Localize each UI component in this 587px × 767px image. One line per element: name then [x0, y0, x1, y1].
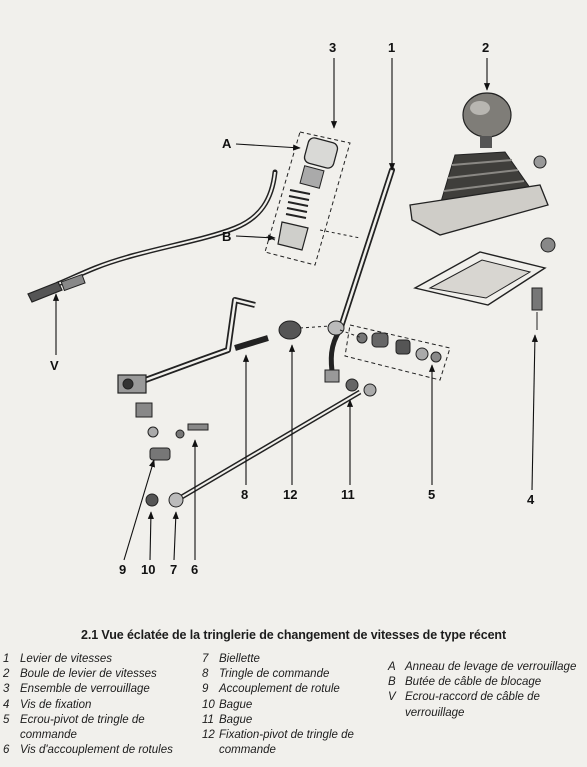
- callout-A: A: [222, 136, 232, 151]
- control-rod-pivot: [278, 320, 331, 340]
- legend-text: Bague: [219, 713, 253, 726]
- legend-column-1: 1 Levier de vitesses 2 Boule de levier de v…: [3, 652, 193, 758]
- legend-text: Ecrou-raccord de câble de verrouillage: [405, 691, 540, 719]
- legend-item: 8 Tringle de commande: [202, 667, 382, 682]
- control-rod-upper: [117, 297, 269, 394]
- legend-item: V Ecrou-raccord de câble de verrouillage: [388, 690, 578, 720]
- legend-item: 2 Boule de levier de vitesses: [3, 667, 193, 682]
- leader-lines: [52, 58, 538, 561]
- pivot-nut-group: [339, 324, 451, 381]
- callout-5: 5: [428, 487, 435, 502]
- callout-V: V: [50, 358, 59, 373]
- callout-B: B: [222, 229, 231, 244]
- legend-item: 4 Vis de fixation: [3, 698, 193, 713]
- legend-column-2: 7 Biellette 8 Tringle de commande 9 Accouplem…: [202, 652, 382, 758]
- callout-12: 12: [283, 487, 297, 502]
- legend-key: 10: [202, 698, 215, 711]
- legend-item: 3 Ensemble de verrouillage: [3, 682, 193, 697]
- legend-key: 4: [3, 698, 10, 711]
- legend-item: 1 Levier de vitesses: [3, 652, 193, 667]
- legend-text: Butée de câble de blocage: [405, 676, 542, 689]
- legend-key: 8: [202, 668, 209, 681]
- callout-6: 6: [191, 562, 198, 577]
- linkage-rod: [168, 378, 377, 508]
- ball-coupling-parts: [135, 402, 209, 507]
- callout-labels: 1 2 3 A B V 4 5 8 12 11 9 10 7 6: [50, 40, 535, 577]
- gear-boot: [409, 151, 556, 253]
- legend-text: Tringle de commande: [219, 668, 330, 681]
- legend-text: Accouplement de rotule: [219, 683, 340, 696]
- callout-9: 9: [119, 562, 126, 577]
- fixing-screw: [531, 287, 543, 330]
- legend-key: 1: [3, 653, 10, 665]
- callout-4: 4: [527, 492, 535, 507]
- legend-item: 11 Bague: [202, 713, 382, 728]
- legend-item: 10 Bague: [202, 698, 382, 713]
- legend-key: 6: [3, 744, 10, 757]
- legend-key: V: [388, 691, 396, 704]
- legend-key: A: [388, 661, 396, 673]
- legend-item: 6 Vis d'accouplement de rotules: [3, 743, 193, 758]
- legend-text: Levier de vitesses: [20, 653, 113, 665]
- legend-item: 9 Accouplement de rotule: [202, 682, 382, 697]
- legend-item: 7 Biellette: [202, 652, 382, 667]
- callout-7: 7: [170, 562, 177, 577]
- legend-key: 9: [202, 683, 209, 696]
- legend-item: 12 Fixation-pivot de tringle de commande: [202, 728, 382, 758]
- legend-key: 11: [202, 713, 214, 726]
- callout-10: 10: [141, 562, 155, 577]
- legend-text: Bague: [219, 698, 253, 711]
- legend-text: Vis de fixation: [20, 698, 92, 711]
- callout-1: 1: [388, 40, 395, 55]
- legend-text: Ecrou-pivot de tringle de commande: [20, 713, 145, 742]
- exploded-view-diagram: 1 2 3 A B V 4 5 8 12 11 9 10 7 6: [27, 40, 556, 577]
- legend-item: B Butée de câble de blocage: [388, 675, 578, 690]
- legend-key: 5: [3, 713, 10, 726]
- legend-key: 2: [3, 668, 10, 681]
- legend-key: B: [388, 676, 396, 689]
- gear-knob: [462, 92, 512, 148]
- legend-text: Fixation-pivot de tringle de commande: [219, 729, 354, 757]
- legend-text: Vis d'accouplement de rotules: [20, 744, 173, 757]
- legend-text: Biellette: [219, 653, 260, 665]
- legend-key: 12: [202, 729, 215, 742]
- gasket-plate: [413, 251, 547, 306]
- legend-key: 7: [202, 653, 209, 665]
- callout-3: 3: [329, 40, 336, 55]
- callout-2: 2: [482, 40, 489, 55]
- locking-assembly: [264, 131, 361, 266]
- legend-item: 5 Ecrou-pivot de tringle de commande: [3, 713, 193, 743]
- figure-caption: 2.1 Vue éclatée de la tringlerie de chan…: [80, 628, 507, 642]
- legend-text: Ensemble de verrouillage: [20, 683, 150, 696]
- legend-text: Anneau de levage de verrouillage: [405, 661, 577, 673]
- legend-item: A Anneau de levage de verrouillage: [388, 660, 578, 675]
- callout-11: 11: [341, 487, 355, 502]
- locking-cable: [27, 169, 278, 303]
- legend-key: 3: [3, 683, 10, 696]
- gear-lever: [324, 167, 395, 383]
- legend-text: Boule de levier de vitesses: [20, 668, 157, 681]
- callout-8: 8: [241, 487, 248, 502]
